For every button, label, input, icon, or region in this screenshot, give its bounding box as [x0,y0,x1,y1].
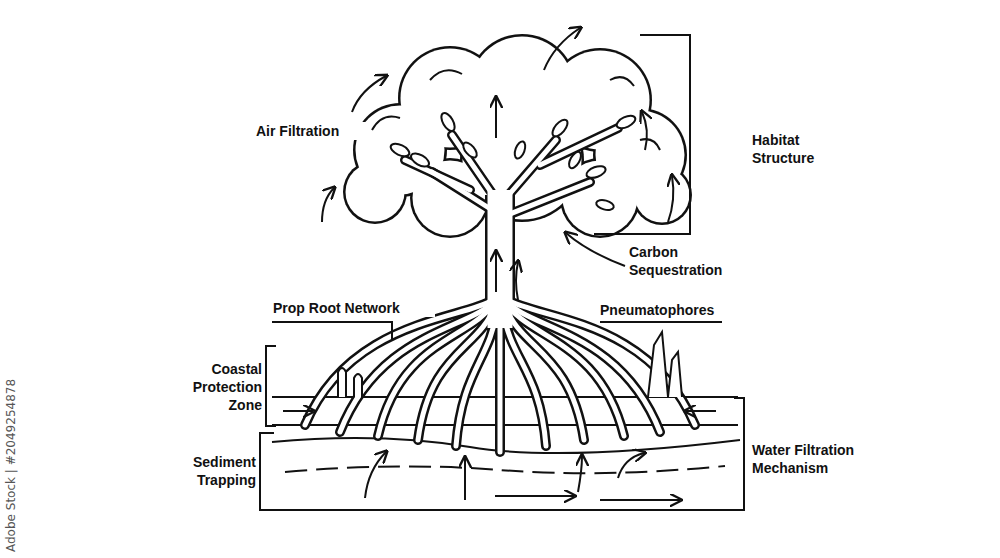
tree-body [305,128,695,452]
canopy [343,34,692,238]
brackets [260,35,744,510]
annotation-label: Sediment Trapping [166,453,258,489]
annotation-label: Prop Root Network [271,299,435,317]
watermark: Adobe Stock | #2049254878 [4,379,18,552]
annotation-label: Habitat Structure [750,131,838,167]
annotation-label: Carbon Sequestration [627,243,743,279]
leaves [389,111,637,212]
annotation-label: Water Filtration Mechanism [750,441,884,477]
ground-lines [272,397,740,510]
annotation-label: Air Filtration [254,122,368,140]
annotation-label: Coastal Protection Zone [176,360,264,414]
pneumatophores [338,332,682,397]
annotation-label: Pneumatophores [598,301,762,319]
